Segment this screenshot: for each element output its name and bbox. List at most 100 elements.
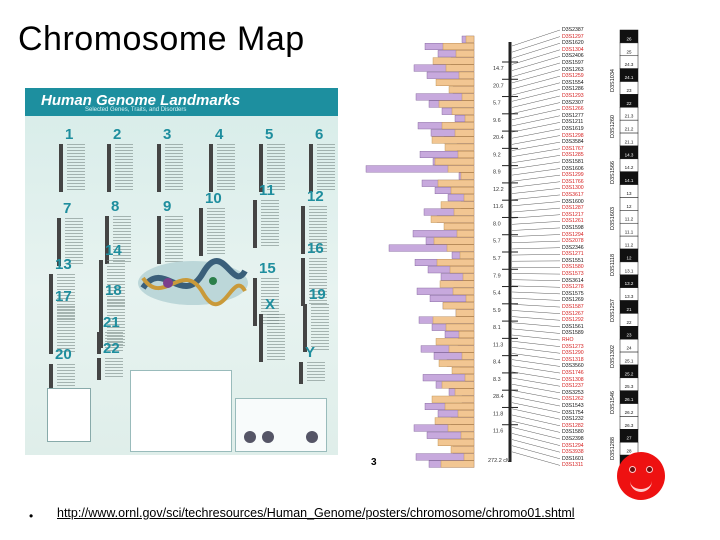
distance-label: 14.7 [493, 66, 504, 72]
marker-label: D3S1211 [562, 120, 583, 125]
marker-label: D3S3617 [562, 193, 584, 198]
band-label: 22 [626, 320, 632, 325]
orange-bar [447, 245, 474, 252]
marker-label: D3S1308 [562, 378, 584, 383]
band-label: 26.2 [625, 410, 634, 415]
marker-label: D3S2346 [562, 246, 584, 251]
poster-chromosome-label: Y [305, 344, 315, 361]
orange-bar [446, 65, 474, 72]
poster-gene-list [267, 314, 285, 360]
orange-bar [438, 439, 474, 446]
band-label: 13.1 [625, 268, 634, 273]
distance-label: 11.8 [493, 411, 503, 417]
marker-connector [512, 329, 560, 334]
orange-bar [435, 158, 474, 165]
marker-connector [512, 421, 560, 432]
marker-label: D3S1237 [562, 384, 584, 389]
marker-label: D3S1285 [562, 153, 584, 158]
distance-label: 5.4 [493, 291, 501, 297]
poster-chromosome-bar [301, 206, 305, 254]
distance-label: 5.7 [493, 239, 501, 245]
orange-bar [463, 274, 474, 281]
marker-label: D3S1263 [562, 68, 584, 73]
marker-label: D3S1551 [562, 259, 584, 264]
poster-chromosome-label: 13 [55, 256, 72, 273]
marker-connector [512, 304, 560, 307]
marker-label: D3S2398 [562, 437, 584, 442]
poster-chromosome-label: 20 [55, 346, 72, 363]
distance-label: 5.7 [493, 256, 501, 262]
marker-label: D3S1294 [562, 444, 584, 449]
poster-chromosome-bar [253, 200, 257, 248]
band-label: 11.2 [625, 217, 634, 222]
marker-connector [512, 89, 560, 101]
marker-connector [512, 175, 560, 181]
poster-chromosome-label: X [265, 296, 275, 313]
marker-group-label: D3S1288 [610, 437, 616, 460]
distance-label: 9.6 [493, 118, 501, 124]
band-label: 25.3 [625, 384, 634, 389]
seal-icon [262, 431, 274, 443]
marker-label: D3S1298 [562, 134, 584, 139]
band-label: 21 [626, 307, 632, 312]
distance-label: 11.6 [493, 429, 503, 435]
band-label: 11.1 [625, 230, 634, 235]
orange-bar [434, 238, 474, 245]
marker-connector [512, 280, 560, 281]
band-label: 14.1 [625, 178, 634, 183]
orange-bar [454, 209, 474, 216]
seal-icon [244, 431, 256, 443]
poster-chromosome-label: 6 [315, 126, 323, 143]
band-label: 23 [626, 333, 632, 338]
distance-label: 5.9 [493, 308, 501, 314]
band-label: 22 [626, 101, 632, 106]
orange-bar [459, 331, 474, 338]
poster-subtitle: Selected Genes, Traits, and Disorders [85, 107, 186, 113]
distance-label: 8.3 [493, 377, 501, 383]
marker-label: D3S1290 [562, 351, 584, 356]
marker-label: D3S1619 [562, 127, 584, 132]
marker-connector [512, 195, 560, 200]
linkage-map-graphic: 14.720.75.79.620.49.28.912.211.68.05.75.… [362, 22, 652, 472]
distance-label: 8.0 [493, 221, 501, 227]
marker-label: D3S1278 [562, 285, 584, 290]
orange-bar [432, 137, 474, 144]
poster-chromosome-label: 18 [105, 282, 122, 299]
poster-chromosome-bar [199, 208, 203, 256]
band-label: 13.3 [625, 294, 634, 299]
orange-bar [457, 230, 474, 237]
marker-connector [512, 122, 560, 132]
orange-bar [431, 216, 474, 223]
marker-group-label: D3S1034 [610, 69, 616, 92]
marker-connector [512, 30, 560, 46]
orange-bar [459, 72, 474, 79]
distance-label: 8.4 [493, 360, 501, 366]
source-link[interactable]: http://www.ornl.gov/sci/techresources/Hu… [57, 506, 575, 520]
marker-connector [512, 162, 560, 169]
marker-label: D3S1598 [562, 226, 584, 231]
band-label: 12 [626, 255, 632, 260]
orange-bar [437, 259, 474, 266]
marker-label: D3S1318 [562, 358, 584, 363]
orange-bar [441, 461, 474, 468]
orange-bar [440, 281, 474, 288]
band-label: 26 [626, 36, 632, 41]
orange-bar [450, 266, 474, 273]
smiley-eye [646, 466, 653, 473]
marker-connector [512, 310, 560, 313]
orange-bar [442, 122, 474, 129]
marker-connector [512, 37, 560, 53]
marker-connector [512, 353, 560, 359]
orange-bar [444, 223, 474, 230]
marker-label: D3S1554 [562, 81, 584, 86]
orange-bar [439, 101, 474, 108]
orange-bar [451, 446, 474, 453]
marker-label: D3S1746 [562, 371, 584, 376]
poster-chromosome-bar [299, 362, 303, 384]
marker-label: D3S3614 [562, 279, 584, 284]
marker-label: D3S1597 [562, 61, 584, 66]
poster-gene-list [115, 144, 133, 190]
poster-chromosome-label: 8 [111, 198, 119, 215]
marker-connector [512, 433, 560, 445]
marker-label: D3S2406 [562, 54, 584, 59]
